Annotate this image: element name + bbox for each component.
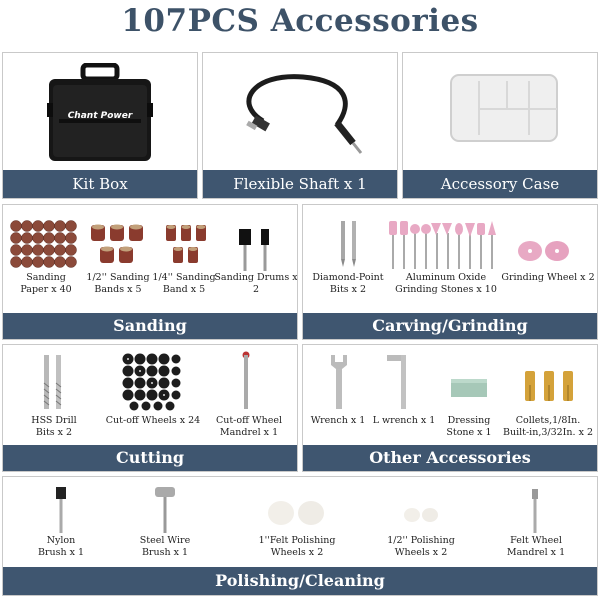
sanding-drums-icon: [239, 229, 269, 271]
other-accessories-panel: Wrench x 1 L wrench x 1 Dressing Stone x…: [302, 344, 598, 472]
accessory-case-label: Accessory Case: [403, 170, 597, 198]
polishing-item-4-label: 1/2'' Polishing Wheels x 2: [387, 535, 455, 558]
other-section-label: Other Accessories: [303, 445, 597, 471]
accessory-case-panel: Accessory Case: [402, 52, 598, 199]
other-item-3-label: Dressing Stone x 1: [446, 415, 492, 438]
collets-icon: [525, 371, 573, 401]
polishing-item-3-label: 1''Felt Polishing Wheels x 2: [258, 535, 336, 558]
carving-panel: Diamond-Point Bits x 2 Aluminum Oxide Gr…: [302, 204, 598, 340]
sanding-item-2-label: 1/2'' Sanding Bands x 5: [86, 272, 150, 295]
dressing-stone-icon: [451, 379, 487, 397]
wrench-icon: [331, 355, 347, 409]
grinding-stones-icon: [389, 221, 496, 269]
other-item-4-label: Collets,1/8In. Built-in,3/32In. x 2: [502, 415, 594, 438]
flexible-shaft-icon: [246, 74, 363, 154]
grinding-wheels-icon: [518, 241, 569, 261]
steel-wire-brush-icon: [155, 487, 175, 533]
sanding-item-3-label: 1/4'' Sanding Band x 5: [152, 272, 216, 295]
carving-section-label: Carving/Grinding: [303, 313, 597, 339]
cutting-section-label: Cutting: [3, 445, 297, 471]
felt-wheels-icon: [268, 501, 324, 525]
sanding-paper-discs-icon: [10, 220, 77, 268]
kit-box-panel: Chant Power Kit Box: [2, 52, 198, 199]
nylon-brush-icon: [56, 487, 66, 533]
cutting-item-1-label: HSS Drill Bits x 2: [31, 415, 77, 438]
polishing-item-2-label: Steel Wire Brush x 1: [139, 535, 191, 558]
cutoff-wheels-icon: [122, 353, 181, 411]
sanding-item-1-label: Sanding Paper x 40: [20, 272, 72, 295]
diamond-point-bits-icon: [341, 221, 356, 267]
cutoff-mandrel-icon: [242, 351, 250, 409]
flexible-shaft-label: Flexible Shaft x 1: [203, 170, 397, 198]
carving-item-2-label: Aluminum Oxide Grinding Stones x 10: [395, 272, 497, 295]
polishing-item-5-label: Felt Wheel Mandrel x 1: [506, 535, 566, 558]
polishing-section-label: Polishing/Cleaning: [3, 567, 597, 595]
felt-wheel-mandrel-icon: [532, 489, 538, 533]
sanding-section-label: Sanding: [3, 313, 297, 339]
carving-item-3-label: Grinding Wheel x 2: [501, 272, 595, 283]
accessory-case-icon: [450, 74, 558, 142]
kit-box-case-icon: [47, 63, 153, 161]
kit-box-label: Kit Box: [3, 170, 197, 198]
other-item-1-label: Wrench x 1: [310, 415, 366, 426]
polishing-wheels-half-icon: [404, 508, 438, 522]
sanding-bands-quarter-icon: [166, 225, 206, 263]
other-item-2-label: L wrench x 1: [372, 415, 436, 426]
polishing-item-1-label: Nylon Brush x 1: [37, 535, 85, 558]
drill-bits-icon: [43, 355, 62, 409]
carving-item-1-label: Diamond-Point Bits x 2: [312, 272, 384, 295]
page-title: 107PCS Accessories: [121, 3, 479, 39]
cutting-item-2-label: Cut-off Wheels x 24: [105, 415, 201, 426]
sanding-item-4-label: Sanding Drums x 2: [214, 272, 298, 295]
cutting-item-3-label: Cut-off Wheel Mandrel x 1: [215, 415, 283, 438]
polishing-panel: Nylon Brush x 1 Steel Wire Brush x 1 1''…: [2, 476, 598, 596]
l-wrench-icon: [387, 355, 406, 409]
kit-box-brand-text: Chant Power: [67, 111, 133, 121]
sanding-bands-half-icon: [91, 224, 143, 263]
cutting-panel: HSS Drill Bits x 2 Cut-off Wheels x 24 C…: [2, 344, 298, 472]
flexible-shaft-panel: Flexible Shaft x 1: [202, 52, 398, 199]
sanding-panel: Sanding Paper x 40 1/2'' Sanding Bands x…: [2, 204, 298, 340]
